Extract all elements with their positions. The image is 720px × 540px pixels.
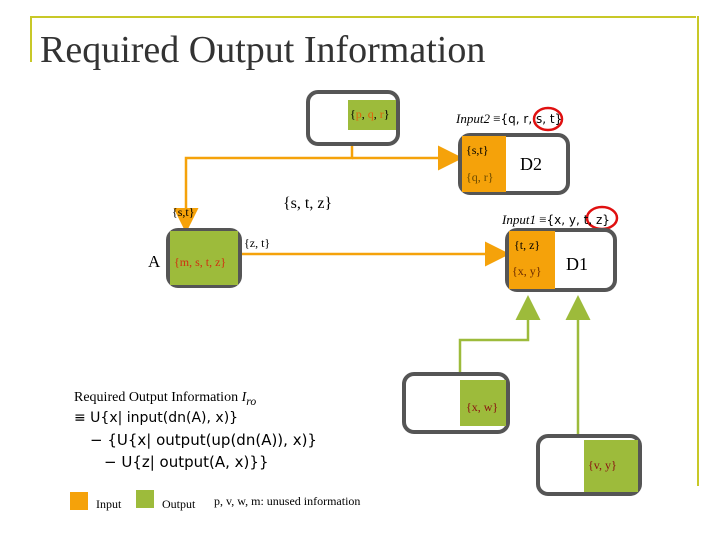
xw-source-set: {x, w} xyxy=(466,400,499,414)
d2-st-label: {s,t} xyxy=(466,143,489,157)
edge-label-zt: {z, t} xyxy=(244,236,271,250)
top-source-output xyxy=(348,100,396,130)
vy-source-output xyxy=(584,440,638,492)
edge-xw-to-d1 xyxy=(458,295,541,378)
d1-input xyxy=(509,231,555,289)
legend-output-swatch xyxy=(136,490,154,508)
edge-label-stz: {s, t, z} xyxy=(283,195,333,212)
formula-line3: − {U{x| output(up(dn(A)), x)} xyxy=(90,431,317,449)
d1-tz-label: {t, z} xyxy=(514,238,541,252)
input2-definition: Input2 ≡{q, r, s, t} xyxy=(456,111,563,126)
slide-title: Required Output Information xyxy=(40,29,486,71)
d1-label: D1 xyxy=(566,254,588,274)
top-accent-line xyxy=(30,16,696,18)
right-accent-line xyxy=(697,16,699,486)
vy-source-set: {v, y} xyxy=(588,458,617,472)
d2-input xyxy=(462,136,506,192)
a-node-set: {m, s, t, z} xyxy=(174,255,227,269)
highlight-st-input2 xyxy=(532,106,564,132)
formula-line2: ≡ U{x| input(dn(A), x)} xyxy=(74,410,239,426)
formula-line4: − U{z| output(A, x)}} xyxy=(104,453,269,471)
a-node-output xyxy=(170,231,238,285)
a-node-label: A xyxy=(148,252,161,271)
d2-qr-label: {q, r} xyxy=(466,170,494,184)
a-node-st: {s,t} xyxy=(172,205,195,219)
legend-output-label: Output xyxy=(162,497,196,511)
legend-note: p, v, w, m: unused information xyxy=(214,494,361,508)
d2-label: D2 xyxy=(520,154,542,174)
input1-definition: Input1 ≡{x, y, t, z} xyxy=(502,212,610,227)
xw-source-output xyxy=(460,380,506,426)
d1-xy-label: {x, y} xyxy=(512,264,542,278)
left-accent-line xyxy=(30,16,32,62)
formula-line1: Required Output Information Iro xyxy=(74,390,257,408)
legend-input-label: Input xyxy=(96,497,122,511)
legend-input-swatch xyxy=(70,492,88,510)
top-source-set: {p, q, r} xyxy=(350,107,390,121)
